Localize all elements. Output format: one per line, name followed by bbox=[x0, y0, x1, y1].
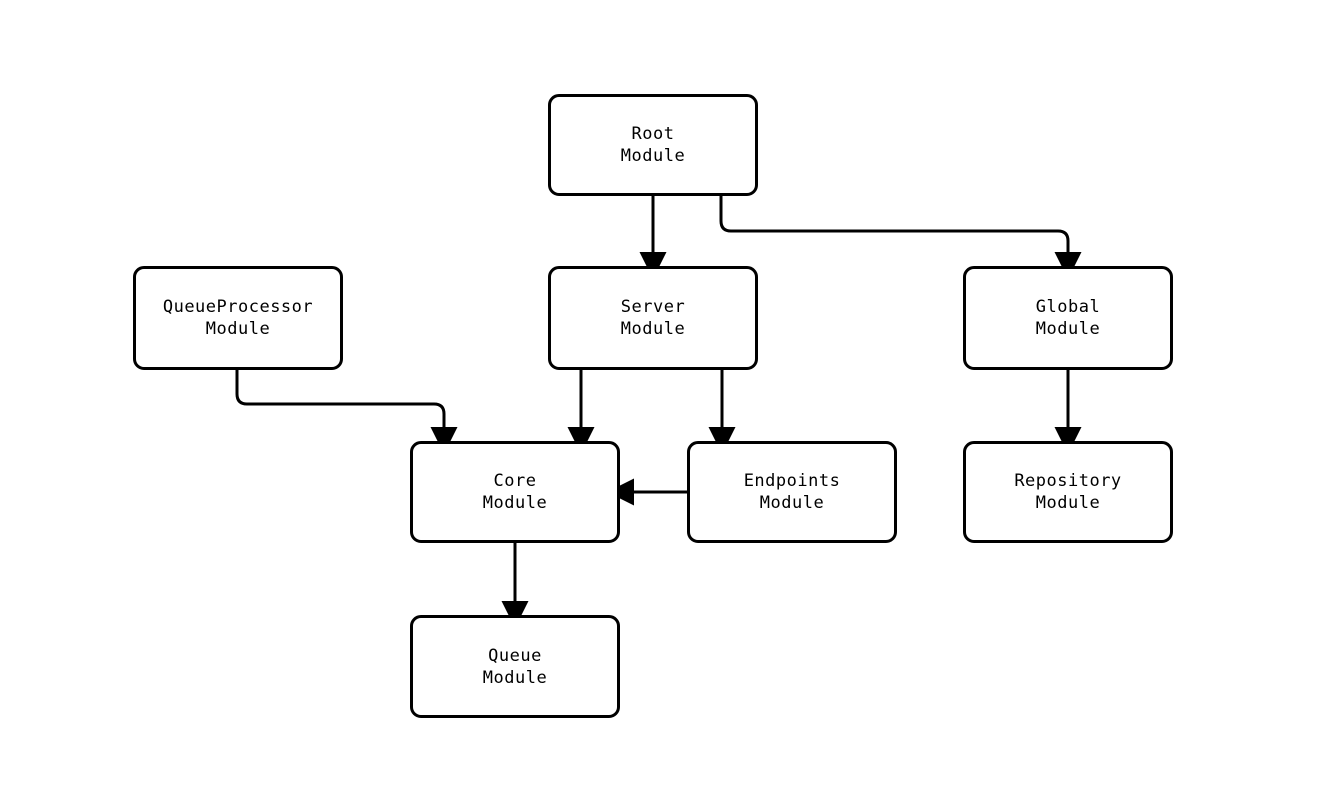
node-label-secondary: Module bbox=[759, 493, 825, 513]
node-label-secondary: Module bbox=[482, 493, 548, 513]
node-label-secondary: Module bbox=[482, 667, 548, 688]
node-label-primary: Queue bbox=[488, 645, 542, 666]
node-label-primary: Repository bbox=[1014, 471, 1122, 491]
node-label-secondary: Module bbox=[1035, 319, 1101, 339]
node-label-primary: Core bbox=[493, 471, 537, 491]
node-label-primary: Endpoints bbox=[743, 471, 841, 491]
node-label-primary: Root bbox=[631, 124, 675, 144]
node-label-secondary: Module bbox=[620, 319, 686, 339]
node-label-secondary: Module bbox=[205, 319, 271, 339]
node-label-primary: QueueProcessor bbox=[162, 297, 314, 317]
node-label-secondary: Module bbox=[1035, 493, 1101, 513]
edge-queueprocessor-to-core bbox=[235, 370, 458, 454]
node-label-primary: Server bbox=[620, 297, 686, 317]
node-label-secondary: Module bbox=[620, 146, 686, 166]
node-label-primary: Global bbox=[1035, 297, 1101, 317]
edge-root-to-global bbox=[719, 196, 1082, 279]
